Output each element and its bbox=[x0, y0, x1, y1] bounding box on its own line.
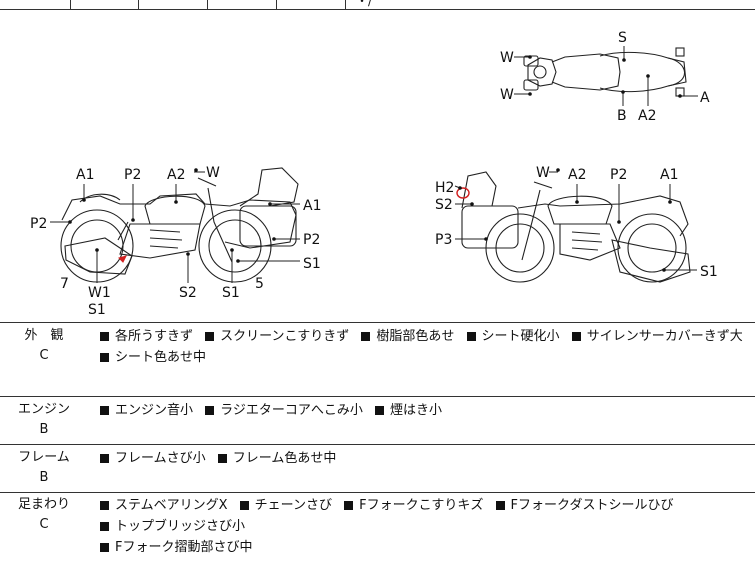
svg-text:S1: S1 bbox=[222, 285, 240, 301]
svg-text:P3: P3 bbox=[435, 232, 452, 248]
svg-text:B: B bbox=[617, 108, 627, 124]
cell-divider bbox=[345, 0, 346, 9]
condition-item: トップブリッジさび小 bbox=[100, 519, 245, 534]
category-name: エンジン bbox=[17, 402, 70, 417]
cell-divider bbox=[276, 0, 277, 9]
category-cell: エンジン B bbox=[0, 400, 88, 440]
svg-text:W: W bbox=[500, 87, 514, 103]
category-cell: 外 観 C bbox=[0, 326, 88, 366]
svg-text:A1: A1 bbox=[660, 167, 678, 183]
svg-text:S1: S1 bbox=[700, 264, 718, 280]
cell-divider bbox=[70, 0, 71, 9]
condition-item: ステムベアリングX bbox=[100, 498, 228, 513]
category-cell: フレーム B bbox=[0, 448, 88, 488]
svg-text:A2: A2 bbox=[568, 167, 586, 183]
condition-item: シート色あせ中 bbox=[100, 350, 206, 365]
category-name: 足まわり bbox=[17, 497, 70, 512]
top-view-labels: S W W A B A2 bbox=[500, 30, 710, 124]
condition-item: Fフォークダストシールひび bbox=[495, 498, 674, 513]
svg-text:A1: A1 bbox=[303, 198, 321, 214]
svg-text:P2: P2 bbox=[610, 167, 627, 183]
condition-item: ラジエターコアへこみ小 bbox=[205, 403, 363, 418]
condition-items: ステムベアリングX チェーンさび Fフォークこすりキズ Fフォークダストシールひ… bbox=[100, 495, 748, 558]
condition-item: サイレンサーカバーきず大 bbox=[571, 329, 743, 344]
condition-item: 樹脂部色あせ bbox=[361, 329, 454, 344]
top-view-motorcycle bbox=[523, 47, 687, 97]
svg-text:W: W bbox=[500, 50, 514, 66]
condition-item: フレームさび小 bbox=[100, 451, 206, 466]
condition-row-suspension: 足まわり C ステムベアリングX チェーンさび Fフォークこすりキズ Fフォーク… bbox=[0, 495, 755, 561]
condition-item: Fフォークこすりキズ bbox=[344, 498, 483, 513]
divider bbox=[0, 322, 755, 323]
divider bbox=[0, 396, 755, 397]
right-view-motorcycle bbox=[456, 171, 691, 283]
condition-item: チェーンさび bbox=[239, 498, 332, 513]
category-grade: B bbox=[39, 422, 49, 437]
condition-row-exterior: 外 観 C 各所うすきず スクリーンこすりきず 樹脂部色あせ シート硬化小 サイ… bbox=[0, 326, 755, 396]
damage-diagram: S W W A B A2 bbox=[0, 10, 755, 322]
condition-items: 各所うすきず スクリーンこすりきず 樹脂部色あせ シート硬化小 サイレンサーカバ… bbox=[100, 326, 748, 368]
svg-text:P2: P2 bbox=[30, 216, 47, 232]
motorcycle-diagram: S W W A B A2 bbox=[30, 30, 718, 318]
divider bbox=[0, 444, 755, 445]
divider bbox=[0, 9, 755, 10]
category-grade: B bbox=[39, 470, 49, 485]
condition-row-engine: エンジン B エンジン音小 ラジエターコアへこみ小 煙はき小 bbox=[0, 400, 755, 442]
category-name: 外 観 bbox=[24, 328, 64, 343]
svg-text:S2: S2 bbox=[179, 285, 197, 301]
top-cell-text: ・/ bbox=[356, 0, 373, 8]
divider bbox=[0, 492, 755, 493]
svg-text:S2: S2 bbox=[435, 197, 453, 213]
condition-items: エンジン音小 ラジエターコアへこみ小 煙はき小 bbox=[100, 400, 748, 421]
condition-item: 各所うすきず bbox=[100, 329, 193, 344]
svg-text:S1: S1 bbox=[303, 256, 321, 272]
svg-text:7: 7 bbox=[60, 276, 69, 292]
condition-item: エンジン音小 bbox=[100, 403, 193, 418]
svg-text:W: W bbox=[536, 165, 550, 181]
condition-row-frame: フレーム B フレームさび小 フレーム色あせ中 bbox=[0, 448, 755, 490]
condition-item: シート硬化小 bbox=[466, 329, 560, 344]
cell-divider bbox=[207, 0, 208, 9]
svg-text:A: A bbox=[700, 90, 710, 106]
condition-items: フレームさび小 フレーム色あせ中 bbox=[100, 448, 748, 469]
svg-text:W1: W1 bbox=[88, 285, 111, 301]
category-grade: C bbox=[39, 517, 49, 532]
left-view-labels: A1 P2 A2 W A1 P2 P2 S1 7 W1 S1 bbox=[30, 165, 321, 318]
condition-item: Fフォーク摺動部さび中 bbox=[100, 540, 252, 555]
svg-text:A2: A2 bbox=[638, 108, 656, 124]
svg-text:W: W bbox=[206, 165, 220, 181]
svg-text:P2: P2 bbox=[124, 167, 141, 183]
svg-text:A1: A1 bbox=[76, 167, 94, 183]
condition-item: 煙はき小 bbox=[375, 403, 442, 418]
svg-text:S1: S1 bbox=[88, 302, 106, 318]
svg-text:5: 5 bbox=[255, 276, 264, 292]
condition-item: スクリーンこすりきず bbox=[205, 329, 349, 344]
right-view-labels: H2 S2 P3 W A2 P2 A1 S1 bbox=[435, 165, 718, 280]
svg-text:S: S bbox=[618, 30, 627, 46]
condition-item: フレーム色あせ中 bbox=[217, 451, 336, 466]
category-cell: 足まわり C bbox=[0, 495, 88, 535]
category-name: フレーム bbox=[18, 450, 70, 465]
category-grade: C bbox=[39, 348, 49, 363]
cell-divider bbox=[138, 0, 139, 9]
svg-text:A2: A2 bbox=[167, 167, 185, 183]
svg-text:H2: H2 bbox=[435, 180, 454, 196]
svg-text:P2: P2 bbox=[303, 232, 320, 248]
